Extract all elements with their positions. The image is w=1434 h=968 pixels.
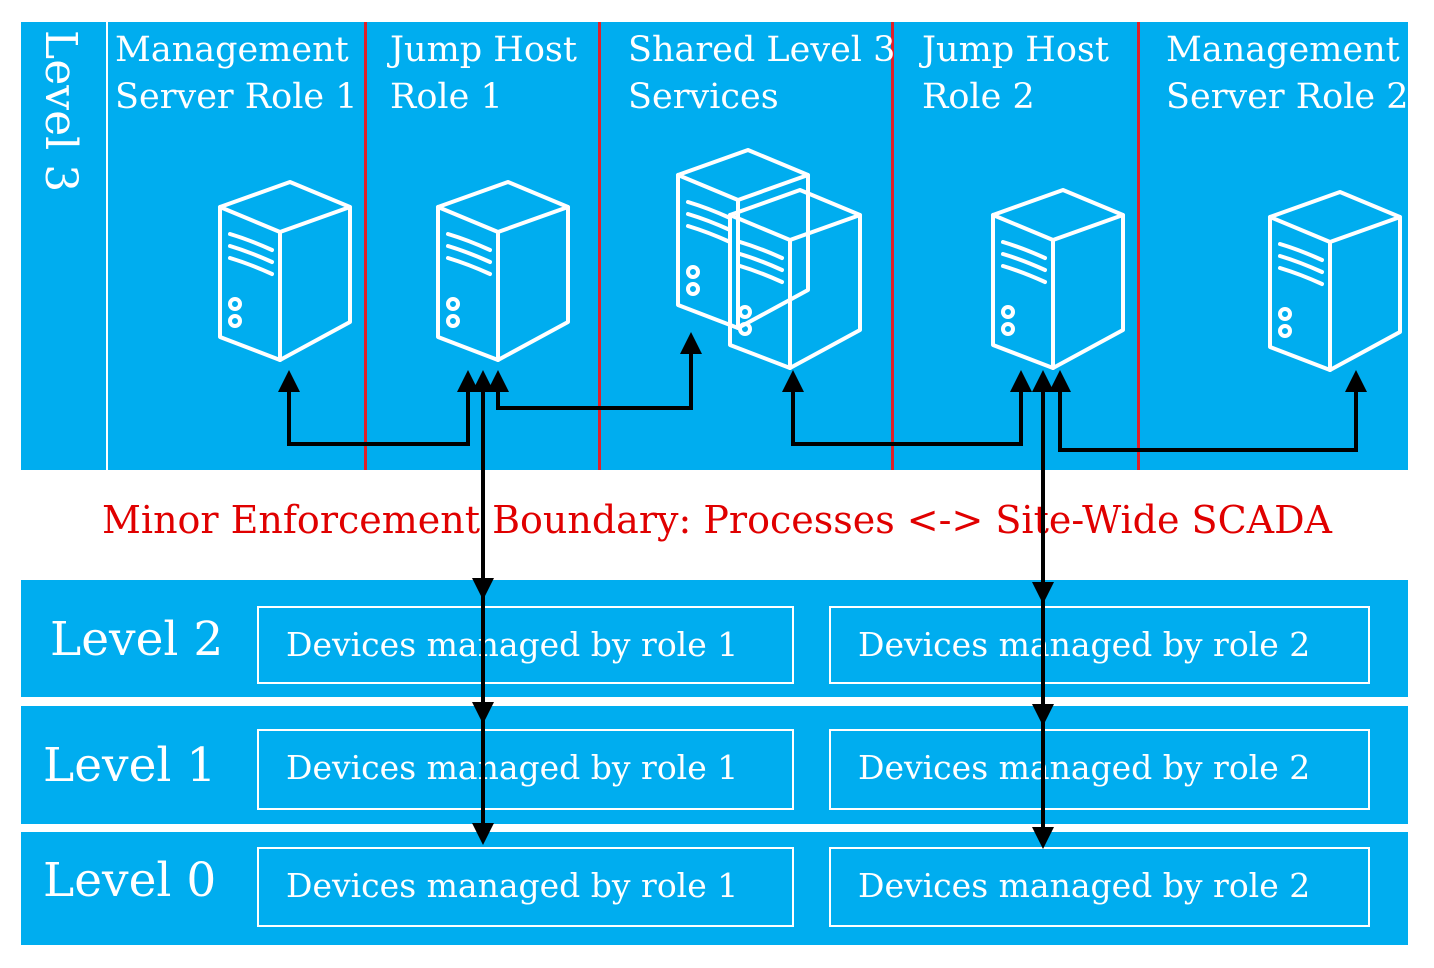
arrow-jump1-to-shared — [496, 340, 693, 410]
enforcement-boundary-label: Minor Enforcement Boundary: Processes <-… — [102, 498, 1332, 542]
level-label-divider — [106, 22, 108, 470]
level0-label: Level 0 — [43, 853, 217, 908]
server-icon — [991, 188, 1125, 370]
arrow-jump1-to-mgmt1 — [287, 378, 470, 446]
column-divider-3 — [891, 22, 894, 470]
level2-role2-devices: Devices managed by role 2 — [829, 606, 1370, 684]
column-divider-1 — [364, 22, 367, 470]
level0-role1-devices: Devices managed by role 1 — [257, 847, 794, 927]
level1-panel — [21, 706, 1408, 824]
column-divider-2 — [598, 22, 601, 470]
server-cluster-icon — [728, 188, 862, 370]
column-divider-4 — [1137, 22, 1140, 470]
level2-label: Level 2 — [50, 612, 224, 667]
level1-role2-devices: Devices managed by role 2 — [829, 729, 1370, 810]
level1-role1-devices: Devices managed by role 1 — [257, 729, 794, 810]
arrow-shared-to-jump2 — [791, 378, 1023, 446]
level2-role1-devices: Devices managed by role 1 — [257, 606, 794, 684]
server-icon — [1268, 190, 1402, 372]
level0-role2-devices: Devices managed by role 2 — [829, 847, 1370, 927]
server-icon — [436, 180, 570, 362]
level3-label: Level 3 — [35, 30, 86, 193]
level2-panel — [21, 580, 1408, 697]
level3-panel — [21, 22, 1408, 470]
arrow-jump2-to-mgmt2 — [1058, 378, 1358, 452]
level1-label: Level 1 — [43, 738, 217, 793]
server-icon — [218, 180, 352, 362]
